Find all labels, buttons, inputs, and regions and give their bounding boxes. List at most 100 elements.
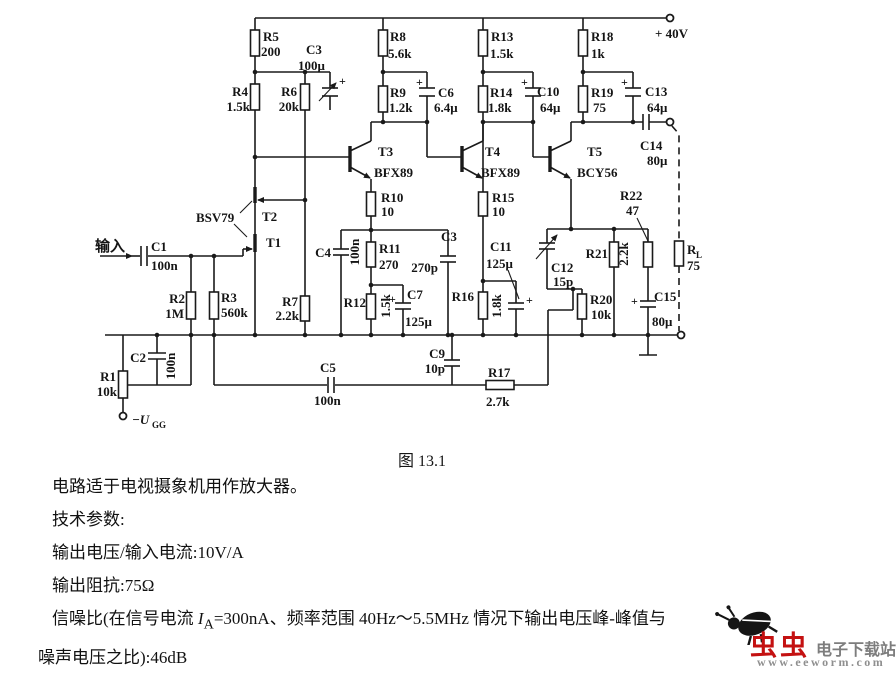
jfet-type-label: BSV79 xyxy=(196,210,235,225)
c3b-value: 270p xyxy=(411,260,438,275)
r15-value: 10 xyxy=(492,204,505,219)
c11-pointer xyxy=(507,269,520,300)
capacitor-C6 xyxy=(419,87,435,97)
resistor-R7 xyxy=(299,295,311,322)
resistor-R12 xyxy=(365,293,377,320)
c1-label: C1 xyxy=(151,239,167,254)
r17-label: R17 xyxy=(488,365,511,380)
c3-value: 100μ xyxy=(298,58,326,73)
resistor-R16 xyxy=(477,291,489,320)
r22-value: 47 xyxy=(626,203,640,218)
note-line-5-subscript: A xyxy=(203,616,214,633)
c7-label: C7 xyxy=(407,287,423,302)
load-branch-dashed xyxy=(671,125,680,241)
r21-label: R21 xyxy=(586,246,608,261)
c13-value: 64μ xyxy=(647,100,668,115)
resistor-R10 xyxy=(365,191,377,217)
c10-value: 64μ xyxy=(540,100,561,115)
c7-value: 125μ xyxy=(405,314,433,329)
r1-value: 10k xyxy=(97,384,118,399)
c11-value: 125μ xyxy=(486,256,514,271)
watermark-brand: 虫虫 xyxy=(750,631,810,661)
t3-type: BFX89 xyxy=(374,165,414,180)
c12-label: C12 xyxy=(551,260,573,275)
r18-value: 1k xyxy=(591,46,606,61)
resistor-R6 xyxy=(299,83,311,111)
r20-value: 10k xyxy=(591,307,612,322)
r14-value: 1.8k xyxy=(488,100,512,115)
junction-dots xyxy=(154,69,651,338)
resistor-R18 xyxy=(577,29,589,57)
r10-value: 10 xyxy=(381,204,394,219)
r4-value: 1.5k xyxy=(227,99,251,114)
r8-label: R8 xyxy=(390,29,406,44)
c15-label: C15 xyxy=(654,289,677,304)
c13-plus-sign: + xyxy=(621,75,628,89)
resistor-R3 xyxy=(208,291,220,320)
c10-label: C10 xyxy=(537,84,559,99)
ground-symbol xyxy=(639,335,657,356)
c10-plus-sign: + xyxy=(521,75,528,89)
c13-label: C13 xyxy=(645,84,668,99)
resistor-R15 xyxy=(477,191,489,217)
bsv79-pointer-t2 xyxy=(239,200,253,214)
r16-label: R16 xyxy=(452,289,475,304)
figure-caption: 图 13.1 xyxy=(398,453,447,470)
transistor-T3-npn xyxy=(348,122,372,179)
resistor-RL xyxy=(673,240,685,267)
capacitor-C3 xyxy=(318,82,338,102)
supply-label: + 40V xyxy=(655,26,689,41)
c7-plus-sign: + xyxy=(389,292,396,306)
c9-value: 10p xyxy=(425,361,445,376)
c14-value: 80μ xyxy=(647,153,668,168)
resistor-R14 xyxy=(477,85,489,113)
capacitor-C5 xyxy=(327,377,335,393)
c11-label: C11 xyxy=(490,239,512,254)
notes-block: 电路适于电视摄象机用作放大器。 技术参数: 输出电压/输入电流:10V/A 输出… xyxy=(38,470,666,674)
resistor-R8 xyxy=(377,29,389,57)
note-line-6: 噪声电压之比):46dB xyxy=(38,648,188,668)
r17-value: 2.7k xyxy=(486,394,510,409)
r6-label: R6 xyxy=(281,84,297,99)
note-line-5-symbol: I xyxy=(197,609,204,628)
note-line-5: 信噪比(在信号电流 IA=300nA、频率范围 40Hz～5.5MHz 情况下输… xyxy=(52,602,666,641)
capacitor-C9 xyxy=(444,359,460,367)
resistor-R1 xyxy=(117,370,129,399)
resistor-R11 xyxy=(365,241,377,268)
r13-value: 1.5k xyxy=(490,46,514,61)
resistor-R13 xyxy=(477,29,489,57)
r2-value: 1M xyxy=(165,306,184,321)
r20-label: R20 xyxy=(590,292,612,307)
rl-label-subscript: L xyxy=(696,250,702,260)
transistor-T4-npn xyxy=(460,122,484,179)
r3-value: 560k xyxy=(221,305,249,320)
capacitor-C11 xyxy=(508,302,524,310)
t2-label: T2 xyxy=(262,209,277,224)
resistor-R19 xyxy=(577,85,589,113)
c4-label: C4 xyxy=(315,245,331,260)
resistor-R4 xyxy=(249,83,261,111)
leader-lines xyxy=(233,200,649,300)
r11-value: 270 xyxy=(379,257,399,272)
resistor-R2 xyxy=(185,291,197,320)
input-label: 输入 xyxy=(95,237,125,255)
capacitor-plates xyxy=(140,82,656,393)
r19-value: 75 xyxy=(593,100,607,115)
capacitor-C10 xyxy=(525,87,541,97)
rl-label: R xyxy=(687,242,697,257)
note-line-4: 输出阻抗:75Ω xyxy=(52,576,155,595)
resistor-R5 xyxy=(249,29,261,57)
transistor-T5-npn xyxy=(548,122,572,179)
circuit-schematic: R5 200 C3 100μ + R8 5.6k R13 1.5k R18 1k… xyxy=(95,13,702,430)
t3-label: T3 xyxy=(378,144,394,159)
resistor-R17 xyxy=(485,379,515,391)
r1-label: R1 xyxy=(100,369,116,384)
watermark-bug-icon xyxy=(715,605,778,645)
r19-label: R19 xyxy=(591,85,614,100)
t5-label: T5 xyxy=(587,144,603,159)
r16-value: 1.8k xyxy=(489,293,504,317)
resistor-R21 xyxy=(608,241,620,268)
c15-value: 80μ xyxy=(652,314,673,329)
r4-label: R4 xyxy=(232,84,248,99)
